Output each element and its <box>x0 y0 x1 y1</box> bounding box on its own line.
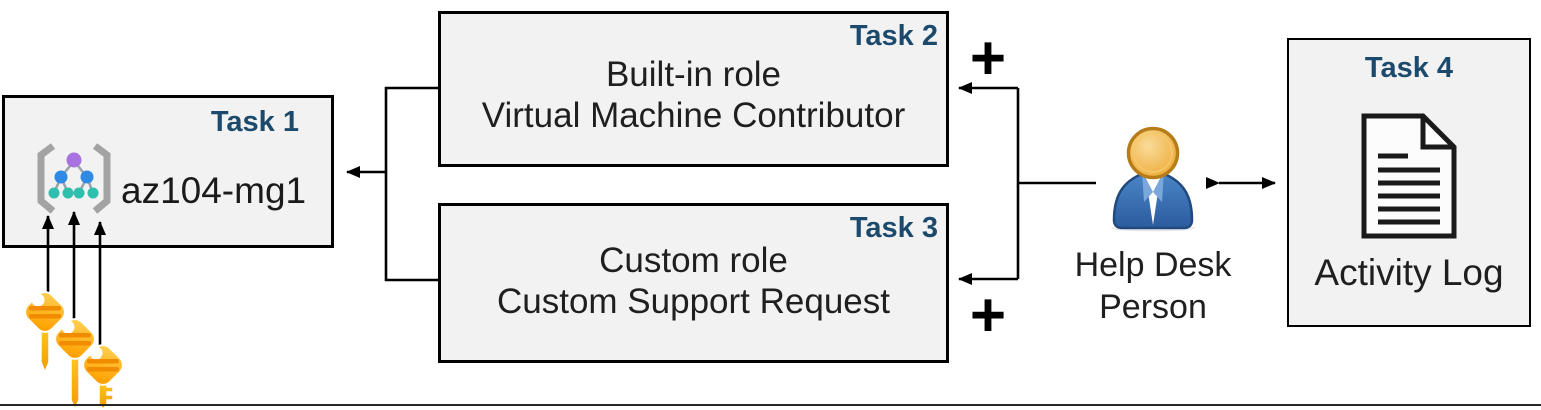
key-1 <box>24 291 66 375</box>
management-group-icon <box>37 143 111 214</box>
plus-sign-bottom: + <box>969 281 1007 350</box>
task1-label: Task 1 <box>210 106 299 138</box>
task3-line1: Custom role <box>599 241 788 280</box>
task2-label: Task 2 <box>849 20 938 52</box>
person-label: Help Desk Person <box>1043 244 1263 328</box>
activity-log-document-icon <box>1361 113 1457 239</box>
task3-label: Task 3 <box>849 212 938 244</box>
person-label-line1: Help Desk <box>1074 246 1232 284</box>
plus-sign-top: + <box>969 24 1007 93</box>
keys-icon <box>24 291 124 410</box>
management-group-name: az104-mg1 <box>121 170 307 211</box>
bottom-rule <box>0 404 1541 406</box>
task2-box: Task 2 Built-in role Virtual Machine Con… <box>438 11 949 167</box>
task1-box: Task 1 az104-mg1 <box>2 95 334 248</box>
key-2 <box>54 318 96 410</box>
help-desk-person-icon <box>1111 126 1195 232</box>
activity-log-caption: Activity Log <box>1314 252 1504 293</box>
task2-line2: Virtual Machine Contributor <box>481 96 906 135</box>
task4-box: Task 4 Activity Log <box>1287 38 1531 327</box>
task3-line2: Custom Support Request <box>497 282 890 321</box>
person-label-line2: Person <box>1099 288 1207 326</box>
task2-line1: Built-in role <box>605 55 782 94</box>
key-3 <box>82 344 124 410</box>
task3-box: Task 3 Custom role Custom Support Reques… <box>438 203 949 363</box>
task4-label: Task 4 <box>1364 52 1454 84</box>
connector-left-bracket <box>384 86 440 282</box>
